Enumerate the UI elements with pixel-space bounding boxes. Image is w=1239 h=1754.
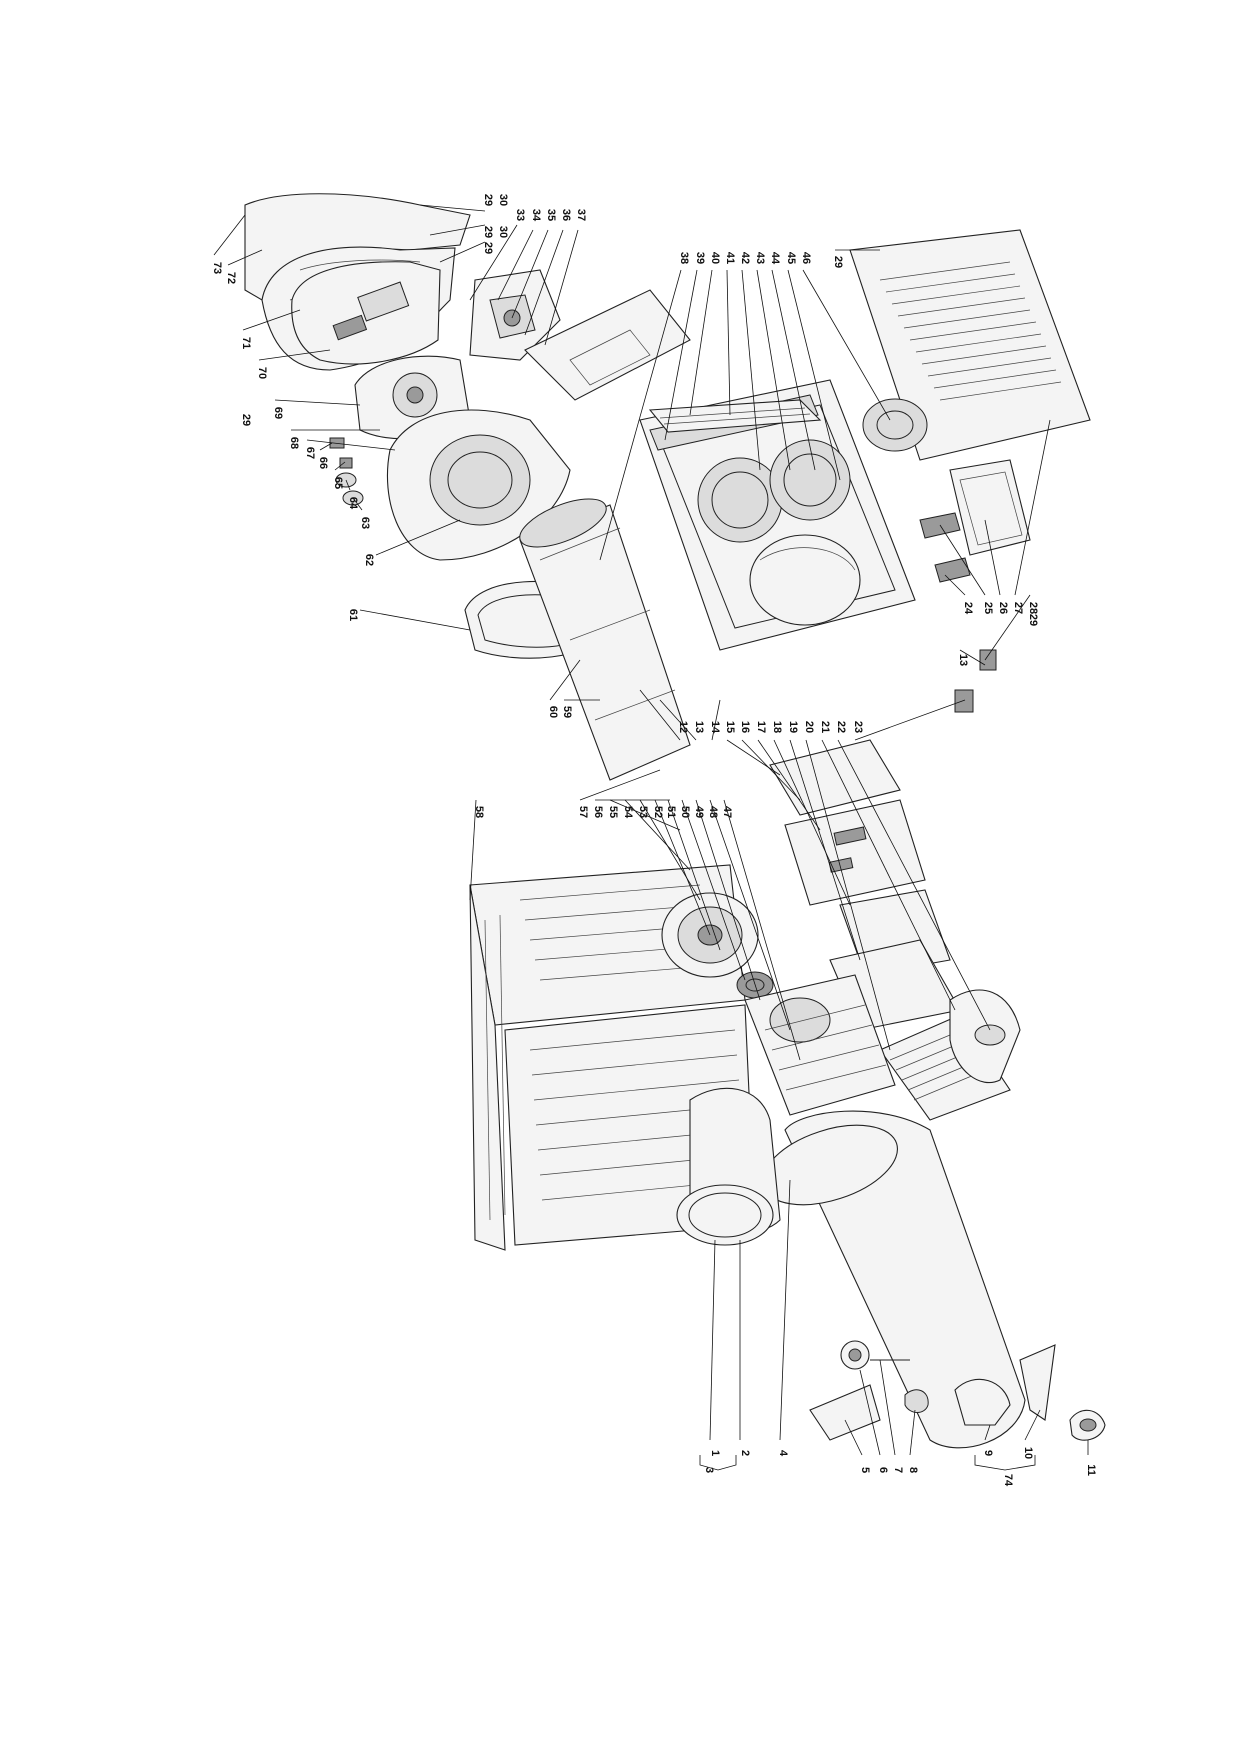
callout-label: 53 <box>637 806 649 818</box>
callout-label: 57 <box>577 806 589 818</box>
callout-label: 14 <box>709 721 721 734</box>
controller-board-part <box>919 459 1031 583</box>
callout-label: 41 <box>724 252 736 264</box>
callout-label: 73 <box>211 262 223 274</box>
callout-label: 39 <box>694 252 706 264</box>
callout-label: 66 <box>317 457 329 469</box>
callout-label: 27 <box>1012 602 1024 614</box>
callout-label: 64 <box>347 497 359 510</box>
callout-label: 62 <box>363 554 375 566</box>
callout-label: 33 <box>514 209 526 221</box>
parts-artwork <box>244 193 1106 1449</box>
callout-label: 37 <box>575 209 587 221</box>
callout-label: 1 <box>709 1450 721 1456</box>
callout-label: 42 <box>739 252 751 264</box>
callout-label: 68 <box>288 437 300 449</box>
callout-label: 12 <box>677 721 689 733</box>
callout-label: 10 <box>1022 1447 1034 1459</box>
callout-label: 7 <box>892 1467 904 1473</box>
callout-label: 45 <box>785 252 797 264</box>
callout-label: 47 <box>721 806 733 818</box>
outer-shell-part <box>762 1110 1026 1449</box>
foot-part <box>954 649 997 713</box>
callout-label: 49 <box>693 806 705 818</box>
callout-label: 38 <box>678 252 690 264</box>
callout-label: 58 <box>473 806 485 818</box>
callout-label: 51 <box>665 806 677 818</box>
callout-label: 29 <box>482 194 494 206</box>
fan-volute-part <box>386 409 571 561</box>
callout-label: 4 <box>777 1450 789 1457</box>
callout-label: 74 <box>1002 1474 1014 1487</box>
callout-label: 5 <box>859 1467 871 1473</box>
fuel-pump-part <box>469 269 561 361</box>
top-grille-part <box>648 399 822 433</box>
callout-label: 55 <box>607 806 619 818</box>
callout-label: 72 <box>225 272 237 284</box>
callout-label: 52 <box>652 806 664 818</box>
callout-label: 11 <box>1085 1464 1097 1476</box>
callout-label: 25 <box>982 602 994 614</box>
callout-label: 70 <box>256 367 268 379</box>
callout-label: 16 <box>739 721 751 733</box>
callout-label: 8 <box>907 1467 919 1473</box>
callout-label: 23 <box>852 721 864 733</box>
callout-label: 63 <box>359 517 371 529</box>
callout-label: 43 <box>754 252 766 264</box>
callout-label: 2 <box>739 1450 751 1456</box>
callout-label: 29 <box>240 414 252 426</box>
callout-label: 59 <box>561 706 573 718</box>
callout-label: 60 <box>547 706 559 718</box>
callout-label: 67 <box>304 447 316 459</box>
clamp-parts-9-10 <box>954 1344 1056 1426</box>
callout-label: 22 <box>835 721 847 733</box>
callout-label: 29 <box>1027 614 1039 626</box>
callout-label: 30 <box>497 194 509 206</box>
callout-label: 30 <box>497 226 509 238</box>
callout-label: 13 <box>957 654 969 666</box>
blower-wheel-part <box>862 398 928 452</box>
callout-label: 13 <box>693 721 705 733</box>
callout-label: 61 <box>347 609 359 621</box>
callout-label: 26 <box>997 602 1009 614</box>
small-parts-5-8 <box>809 1340 929 1441</box>
callout-label: 34 <box>530 209 542 222</box>
callout-label: 15 <box>724 721 736 733</box>
callout-label: 36 <box>560 209 572 221</box>
callout-label: 40 <box>709 252 721 264</box>
end-cap-part <box>676 1087 781 1246</box>
callout-label: 29 <box>832 256 844 268</box>
mounting-plate-part <box>524 289 691 401</box>
callout-label: 35 <box>545 209 557 221</box>
callout-label: 20 <box>803 721 815 733</box>
callout-label: 69 <box>272 407 284 419</box>
callout-label: 6 <box>877 1467 889 1473</box>
callout-label: 29 <box>482 226 494 238</box>
callout-label: 21 <box>819 721 831 733</box>
callout-label: 29 <box>482 242 494 254</box>
callout-label: 17 <box>755 721 767 733</box>
callout-label: 50 <box>679 806 691 818</box>
callout-label: 18 <box>771 721 783 733</box>
callout-label: 71 <box>240 337 252 349</box>
leader-lines <box>213 204 1089 1471</box>
callout-label: 56 <box>592 806 604 818</box>
callout-label: 28 <box>1027 602 1039 614</box>
callout-label: 44 <box>769 252 781 265</box>
front-grille-part <box>879 989 1021 1121</box>
callout-label: 19 <box>787 721 799 733</box>
callout-label: 54 <box>622 806 634 819</box>
callout-label: 9 <box>982 1450 994 1456</box>
callout-label: 46 <box>800 252 812 264</box>
callout-label: 24 <box>962 602 974 615</box>
callout-label: 65 <box>332 477 344 489</box>
knob-part-11 <box>1069 1409 1106 1441</box>
callout-label: 3 <box>703 1467 715 1473</box>
burner-head-part <box>291 261 441 365</box>
callout-label: 48 <box>707 806 719 818</box>
